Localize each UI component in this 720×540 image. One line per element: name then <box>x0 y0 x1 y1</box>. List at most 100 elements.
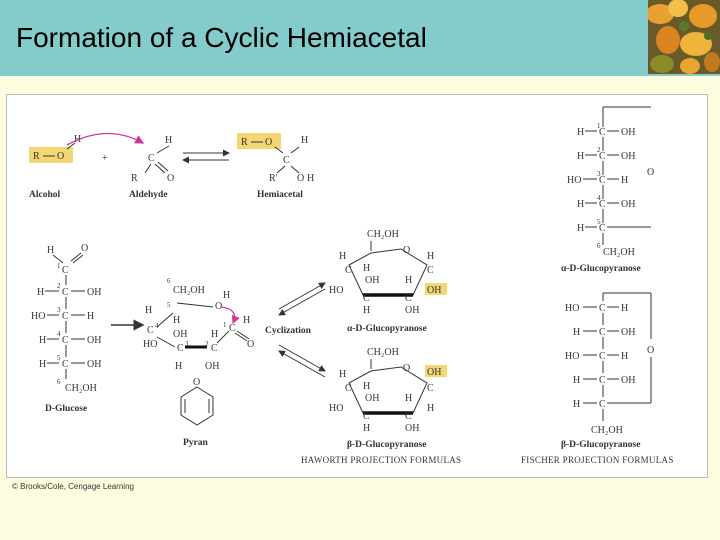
haworth-beta: CH₂OH O OH H C H OH HO C H H C C H OH β-… <box>301 347 461 465</box>
inter-n6: 6 <box>167 277 171 285</box>
cyclization-arrows: Cyclization <box>265 282 326 378</box>
inter-c2: C <box>211 343 218 354</box>
fa-oh-c2: OH <box>621 151 635 162</box>
fischer-beta-label: β-D-Glucopyranose <box>561 440 640 450</box>
haworth-caption: HAWORTH PROJECTION FORMULAS <box>301 455 461 465</box>
glucose-ho-c3: HO <box>31 311 45 322</box>
glucose-n3: 3 <box>57 306 61 314</box>
glucose-ch2oh: CH₂OH <box>65 383 97 394</box>
hb-h-c1: H <box>427 403 434 414</box>
fischer-beta: HO C H H C OH HO C H H C OH <box>521 292 674 465</box>
hemiacetal-figure: R O H Alcohol + H C R O Aldehyde R <box>6 94 708 478</box>
intermediate-structure: 6 CH₂OH 5 O H H C 4 H OH HO C 3 C 2 H C … <box>143 277 254 372</box>
glucose-c3: C <box>62 311 69 322</box>
hb-h-c3: H <box>363 423 370 434</box>
aldehyde-c: C <box>148 153 155 164</box>
ha-h-c1: H <box>427 251 434 262</box>
pyran-label: Pyran <box>183 438 209 448</box>
fa-c1: C <box>599 127 606 138</box>
ha-c2: C <box>405 293 412 304</box>
hb-ch2oh: CH₂OH <box>367 347 399 358</box>
inter-h-c1: H <box>243 315 250 326</box>
pyran-o: O <box>193 377 200 388</box>
ha-c4: C <box>345 265 352 276</box>
glucose-oh-c5: OH <box>87 359 101 370</box>
ha-oh-highlight <box>425 283 447 295</box>
inter-o-c1: O <box>247 339 254 350</box>
fa-h-c4: H <box>577 199 584 210</box>
glucose-n5: 5 <box>57 354 61 362</box>
inter-h-o: H <box>223 290 230 301</box>
inter-c3: C <box>177 343 184 354</box>
hb-h-c2: H <box>405 393 412 404</box>
hemiacetal-oh-h: H <box>307 173 314 184</box>
fa-n2: 2 <box>597 146 601 154</box>
hemiacetal-h-top: H <box>301 135 308 146</box>
glucose-o-top: O <box>81 243 88 254</box>
inter-n3: 3 <box>185 340 189 348</box>
fa-ring-o: O <box>647 167 654 178</box>
slide-title: Formation of a Cyclic Hemiacetal <box>16 22 427 53</box>
plus-sign: + <box>102 153 108 164</box>
hb-c3: C <box>363 411 370 422</box>
hb-c1: C <box>427 383 434 394</box>
glucose-oh-c2: OH <box>87 287 101 298</box>
glucose-c1: C <box>62 265 69 276</box>
glucose-h-c2: H <box>37 287 44 298</box>
hb-ho-c4: HO <box>329 403 343 414</box>
ha-h-c4: H <box>363 263 370 274</box>
pyran-structure: O Pyran <box>180 377 214 448</box>
glucose-h-c4: H <box>39 335 46 346</box>
fa-n4: 4 <box>597 194 601 202</box>
fa-n5: 5 <box>597 218 601 226</box>
fb-c5: C <box>599 399 606 410</box>
aldehyde-r: R <box>131 173 138 184</box>
haworth-alpha-label: α-D-Glucopyranose <box>347 324 427 334</box>
ha-oh-c2: OH <box>405 305 419 316</box>
hb-oh-c2: OH <box>405 423 419 434</box>
hemiacetal-oh: O <box>297 173 304 184</box>
fb-h-c4: H <box>573 375 580 386</box>
glucose-chain: H O C 1 H C 2 OH HO C 3 H H C 4 <box>31 243 101 414</box>
hemiacetal-label: Hemiacetal <box>257 190 303 200</box>
hb-c2: C <box>405 411 412 422</box>
fischer-alpha-label: α-D-Glucopyranose <box>561 264 641 274</box>
attack-arrow <box>66 132 145 146</box>
fb-ho-c3: HO <box>565 351 579 362</box>
hb-oh-c4: OH <box>365 393 379 404</box>
inter-o: O <box>215 301 222 312</box>
fa-ho-c3: HO <box>567 175 581 186</box>
fb-ho-c1: HO <box>565 303 579 314</box>
inter-h-c4: H <box>173 315 180 326</box>
hemiacetal-r-prime: R' <box>269 173 278 184</box>
haworth-alpha: CH₂OH O H C H OH HO H C OH H C C H OH α-… <box>329 229 447 334</box>
alcohol-o: O <box>57 151 64 162</box>
fischer-alpha: H C 1 OH H C 2 OH HO C 3 H H C 4 <box>561 106 654 274</box>
inter-ch2oh: CH₂OH <box>173 285 205 296</box>
fb-oh-c2: OH <box>621 327 635 338</box>
inter-h-c5: H <box>145 305 152 316</box>
ha-h-c2: H <box>405 275 412 286</box>
fb-h-c1: H <box>621 303 628 314</box>
fa-c4: C <box>599 199 606 210</box>
ha-ch2oh: CH₂OH <box>367 229 399 240</box>
glucose-h-c3: H <box>87 311 94 322</box>
fa-n3: 3 <box>597 170 601 178</box>
fa-h-c1: H <box>577 127 584 138</box>
title-bar: Formation of a Cyclic Hemiacetal <box>0 0 720 76</box>
haworth-beta-label: β-D-Glucopyranose <box>347 440 426 450</box>
glucose-n4: 4 <box>57 330 61 338</box>
fischer-caption: FISCHER PROJECTION FORMULAS <box>521 455 674 465</box>
inter-c1: C <box>229 323 236 334</box>
glucose-n2: 2 <box>57 282 61 290</box>
fa-n1: 1 <box>597 122 601 130</box>
inter-n1: 1 <box>223 321 227 329</box>
alcohol-r: R <box>33 151 40 162</box>
ha-c3: C <box>363 293 370 304</box>
hb-oh-highlight <box>425 365 447 377</box>
glucose-n1: 1 <box>57 262 61 270</box>
glucose-n6: 6 <box>57 378 61 386</box>
glucose-label: D-Glucose <box>45 404 87 414</box>
inter-ho-c4: HO <box>143 339 157 350</box>
glucose-c2: C <box>62 287 69 298</box>
